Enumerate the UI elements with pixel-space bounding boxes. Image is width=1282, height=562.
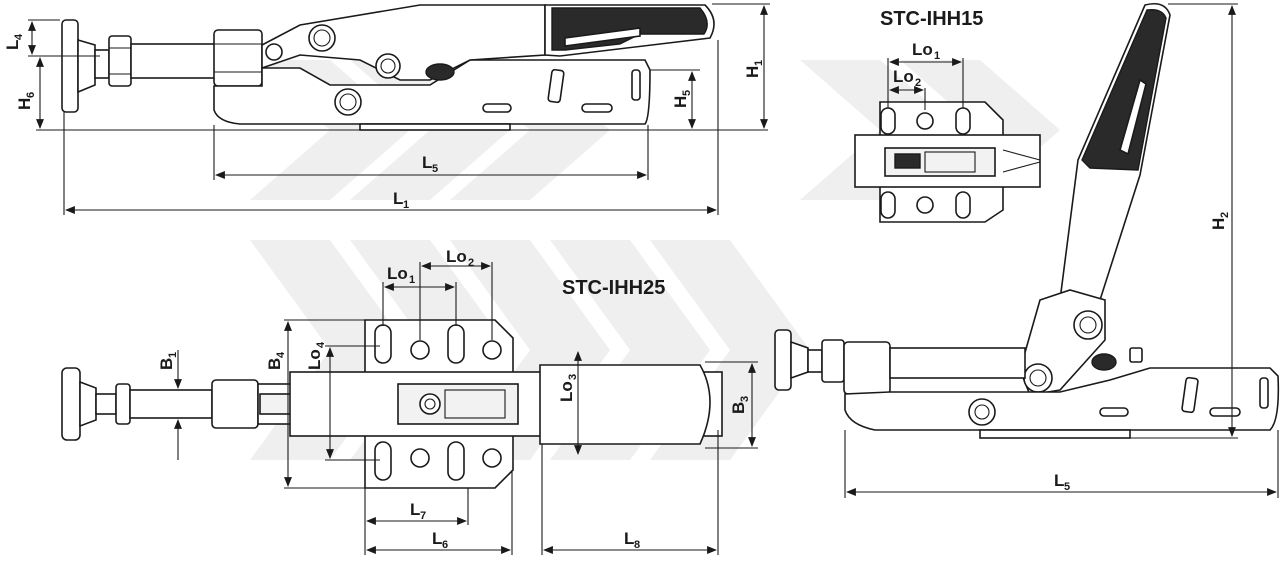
handle-25 — [539, 364, 711, 445]
svg-text:3: 3 — [739, 396, 751, 402]
svg-text:5: 5 — [1064, 481, 1070, 493]
svg-text:4: 4 — [13, 33, 25, 40]
dim-label-L4: L4 — [3, 33, 25, 50]
hex-nut — [108, 35, 132, 87]
svg-text:4: 4 — [315, 341, 327, 348]
top-view-ihh25 — [61, 319, 723, 489]
svg-text:Lo: Lo — [557, 381, 576, 402]
svg-text:5: 5 — [681, 90, 693, 96]
svg-text:B: B — [265, 358, 284, 370]
dim-label-Lo3: Lo3 — [557, 374, 579, 402]
svg-text:L: L — [410, 500, 420, 519]
svg-text:L: L — [393, 189, 403, 208]
svg-text:1: 1 — [753, 60, 765, 66]
dim-label-H6: H6 — [15, 92, 37, 110]
svg-text:3: 3 — [567, 374, 579, 380]
svg-text:2: 2 — [468, 257, 474, 269]
dim-label-B1: B1 — [157, 352, 179, 370]
dims-ihh15 — [887, 58, 964, 110]
svg-text:H: H — [743, 66, 762, 78]
svg-text:1: 1 — [409, 274, 415, 286]
open-side-view-clamp — [774, 2, 1280, 439]
svg-text:Lo: Lo — [387, 264, 408, 283]
svg-text:B: B — [157, 358, 176, 370]
svg-text:L: L — [624, 529, 634, 548]
svg-text:8: 8 — [634, 539, 640, 551]
dim-label-B3: B3 — [729, 396, 751, 414]
spindle-knob-25 — [61, 367, 81, 441]
svg-text:L: L — [3, 40, 22, 50]
svg-text:Lo: Lo — [305, 349, 324, 370]
svg-text:H: H — [1209, 218, 1228, 230]
svg-text:1: 1 — [403, 199, 409, 211]
svg-text:5: 5 — [432, 163, 438, 175]
svg-text:4: 4 — [275, 351, 287, 358]
title-stc-ihh15: STC-IHH15 — [880, 8, 983, 30]
svg-text:B: B — [729, 402, 748, 414]
clamp-body — [213, 59, 651, 125]
dims-ihh25 — [174, 262, 758, 555]
svg-text:Lo: Lo — [446, 247, 467, 266]
dim-label-H5: H5 — [671, 90, 693, 108]
svg-text:2: 2 — [915, 77, 921, 89]
svg-text:7: 7 — [420, 510, 426, 522]
side-view-clamp — [61, 4, 715, 131]
svg-text:L: L — [1054, 471, 1064, 490]
svg-text:1: 1 — [167, 352, 179, 358]
svg-text:6: 6 — [442, 539, 448, 551]
svg-text:L: L — [422, 153, 432, 172]
svg-text:L: L — [432, 529, 442, 548]
dims-open-view — [844, 3, 1279, 498]
svg-text:1: 1 — [934, 50, 940, 62]
svg-text:H: H — [671, 96, 690, 108]
dim-label-Lo4: Lo4 — [305, 341, 327, 370]
svg-text:6: 6 — [25, 92, 37, 98]
title-stc-ihh25: STC-IHH25 — [562, 277, 665, 299]
side-view-dimensions — [28, 3, 770, 215]
dim-label-H2: H2 — [1209, 212, 1231, 230]
dim-label-B4: B4 — [265, 351, 287, 370]
spindle-knob — [61, 19, 79, 113]
dim-label-H1: H1 — [743, 60, 765, 78]
spindle-block — [213, 29, 263, 87]
svg-text:H: H — [15, 98, 34, 110]
svg-text:Lo: Lo — [912, 40, 933, 59]
svg-text:2: 2 — [1219, 212, 1231, 218]
base-plate — [359, 123, 511, 131]
spindle-rod — [130, 43, 216, 79]
svg-text:Lo: Lo — [893, 67, 914, 86]
top-view-ihh15 — [854, 101, 1041, 223]
